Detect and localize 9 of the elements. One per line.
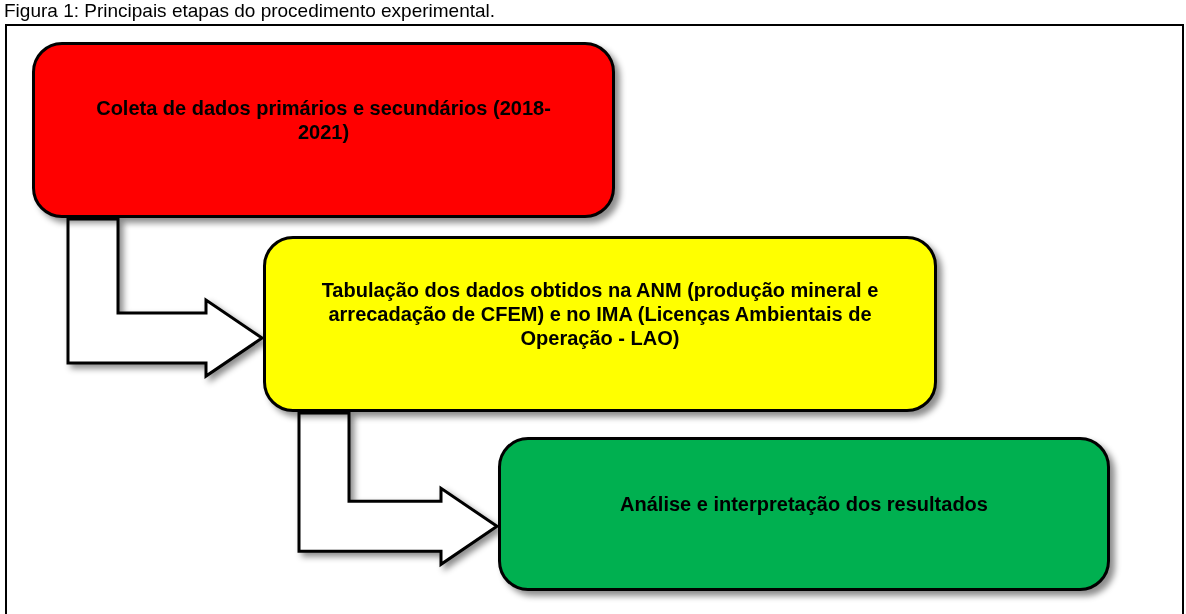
process-box	[263, 236, 937, 412]
figure-title: Figura 1: Principais etapas do procedimento experimental.	[4, 0, 496, 22]
step-text: Coleta de dados primários e secundários (2018-2021)	[95, 96, 552, 144]
bent-block-arrow	[297, 411, 500, 568]
process-box	[32, 42, 615, 218]
step-text: Tabulação dos dados obtidos na ANM (produção mineral e arrecadação de CFEM) e no IMA (Licenças Ambientais de Operação - LAO)	[320, 278, 880, 350]
step-text: Análise e interpretação dos resultados	[620, 492, 988, 516]
bent-block-arrow	[66, 217, 265, 379]
process-box	[498, 437, 1110, 591]
